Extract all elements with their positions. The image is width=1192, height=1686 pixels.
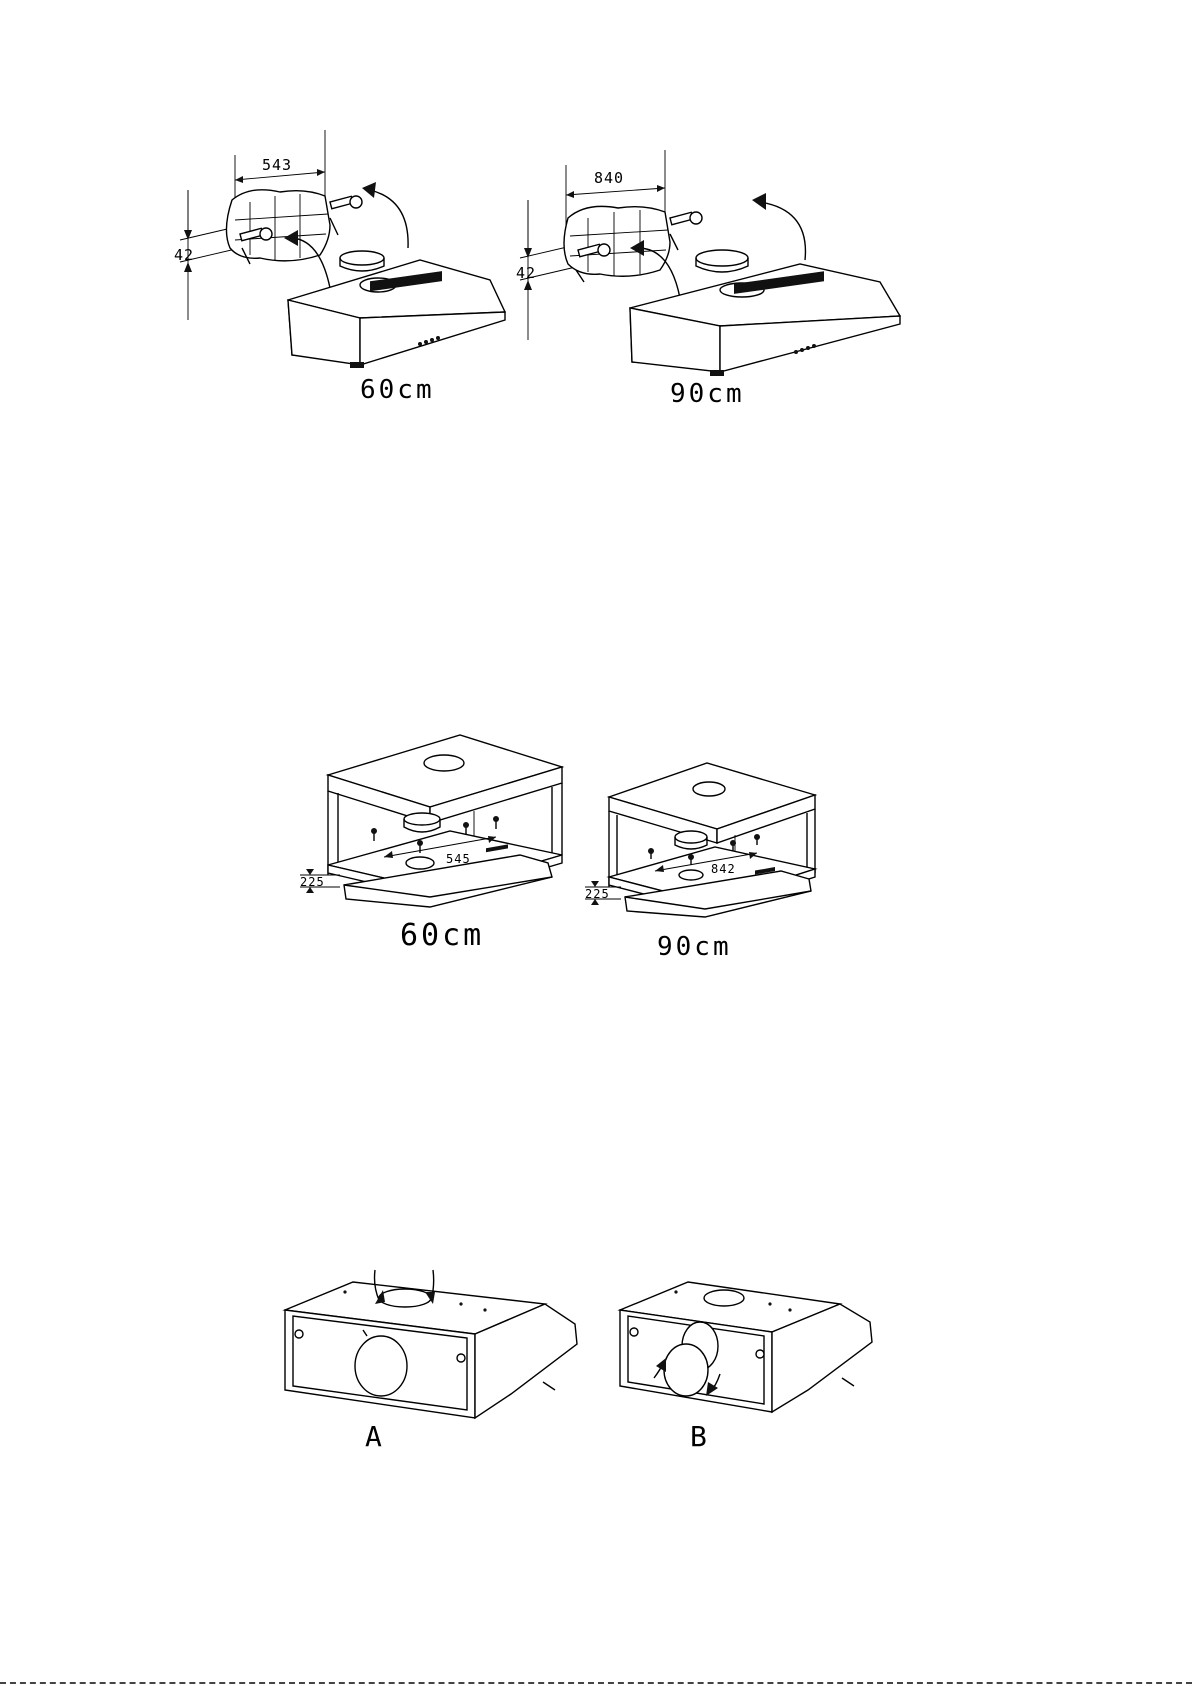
filter-caption-a: A: [365, 1420, 385, 1453]
filter-disc: [355, 1336, 407, 1396]
wall-height-dim-60: 42: [174, 246, 194, 264]
page-bottom-rule: [0, 1682, 1192, 1686]
filter-disc: [664, 1344, 708, 1396]
cabinet-caption-90: 90cm: [657, 932, 732, 962]
cabinet-caption-60: 60cm: [400, 918, 484, 953]
filter-position-a: A: [285, 1270, 577, 1453]
cabinet-mount-60cm: 545 225 60cm: [300, 735, 562, 953]
wall-mount-figure: 543 42: [180, 130, 980, 450]
filter-position-b: B: [620, 1282, 872, 1453]
wall-mount-90cm: 840 42: [516, 150, 900, 409]
cabinet-mount-90cm: 842 225 90cm: [585, 763, 815, 962]
wall-width-dim-60: 543: [262, 156, 292, 174]
filter-position-figure: A B: [285, 1270, 925, 1470]
wall-caption-60: 60cm: [360, 375, 435, 405]
cabinet-width-dim-90: 842: [711, 862, 736, 876]
wall-height-dim-90: 42: [516, 264, 536, 282]
wall-width-dim-90: 840: [594, 169, 624, 187]
wall-caption-90: 90cm: [670, 379, 745, 409]
cabinet-depth-dim-60: 225: [300, 875, 325, 889]
filter-caption-b: B: [690, 1420, 710, 1453]
wall-mount-60cm: 543 42: [174, 130, 505, 405]
cabinet-mount-figure: 545 225 60cm: [300, 735, 900, 1035]
cabinet-depth-dim-90: 225: [585, 887, 610, 901]
